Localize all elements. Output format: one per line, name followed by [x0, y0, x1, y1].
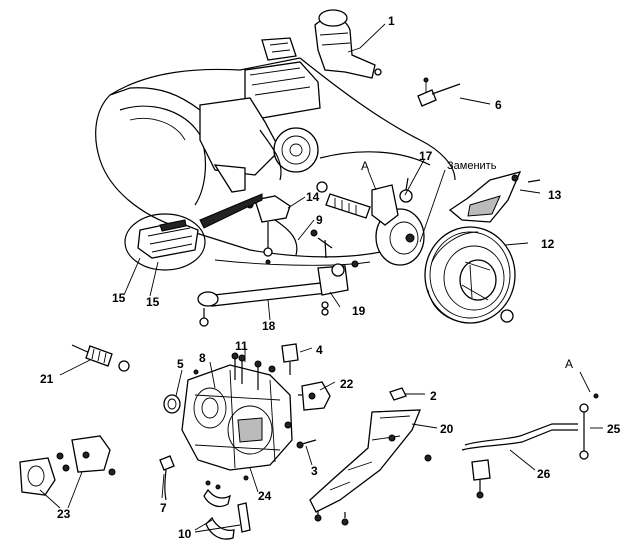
callout-13: 13	[548, 188, 562, 202]
lower-arm-18	[197, 229, 359, 327]
stabilizer-26	[461, 393, 599, 499]
bolt-3	[296, 439, 317, 449]
callout-12: 12	[541, 237, 555, 251]
callout-1: 1	[388, 14, 395, 28]
callout-15a: 15	[112, 291, 126, 305]
wheel-assembly	[424, 226, 516, 324]
crossmember-20	[309, 409, 432, 526]
hub-assembly	[371, 177, 425, 266]
replace-note: Заменить	[447, 160, 497, 172]
axle-21	[71, 344, 130, 372]
callout-17: 17	[419, 149, 433, 163]
callout-18: 18	[262, 319, 276, 333]
callout-14: 14	[306, 190, 320, 204]
inset-detail	[124, 193, 263, 271]
callout-23: 23	[57, 507, 71, 521]
callout-15b: 15	[146, 295, 160, 309]
callout-3: 3	[311, 464, 318, 478]
callout-25: 25	[607, 422, 621, 436]
callout-5: 5	[177, 357, 184, 371]
sensor-4	[281, 343, 299, 375]
callout-7: 7	[160, 501, 167, 515]
callout-11: 11	[235, 339, 248, 353]
bracket-14	[246, 195, 298, 265]
callout-22: 22	[340, 377, 354, 391]
callout-24: 24	[258, 489, 272, 503]
engine-assembly	[199, 37, 321, 193]
bolt-2	[389, 387, 407, 401]
callout-a-right: A	[565, 357, 574, 371]
transmission-assembly	[181, 364, 293, 471]
callout-2: 2	[430, 389, 437, 403]
clip-5	[163, 394, 181, 414]
callout-8: 8	[199, 351, 206, 365]
driveshaft	[316, 181, 371, 219]
bracket-6	[417, 77, 461, 107]
callout-21: 21	[40, 372, 54, 386]
callout-4: 4	[316, 343, 323, 357]
air-intake-hose	[314, 9, 382, 79]
callout-10: 10	[178, 527, 192, 541]
mount-22	[298, 381, 331, 411]
callout-a-top: A	[361, 159, 370, 173]
callout-19: 19	[352, 304, 366, 318]
engine-mount-23	[19, 435, 116, 496]
callout-9: 9	[316, 213, 323, 227]
splash-shield-13	[448, 171, 541, 223]
callout-20: 20	[440, 422, 454, 436]
hoses-7-10	[159, 455, 251, 540]
bolts-11	[231, 352, 276, 390]
leader-lines	[39, 23, 603, 533]
callout-6: 6	[495, 98, 502, 112]
callout-26: 26	[537, 467, 551, 481]
